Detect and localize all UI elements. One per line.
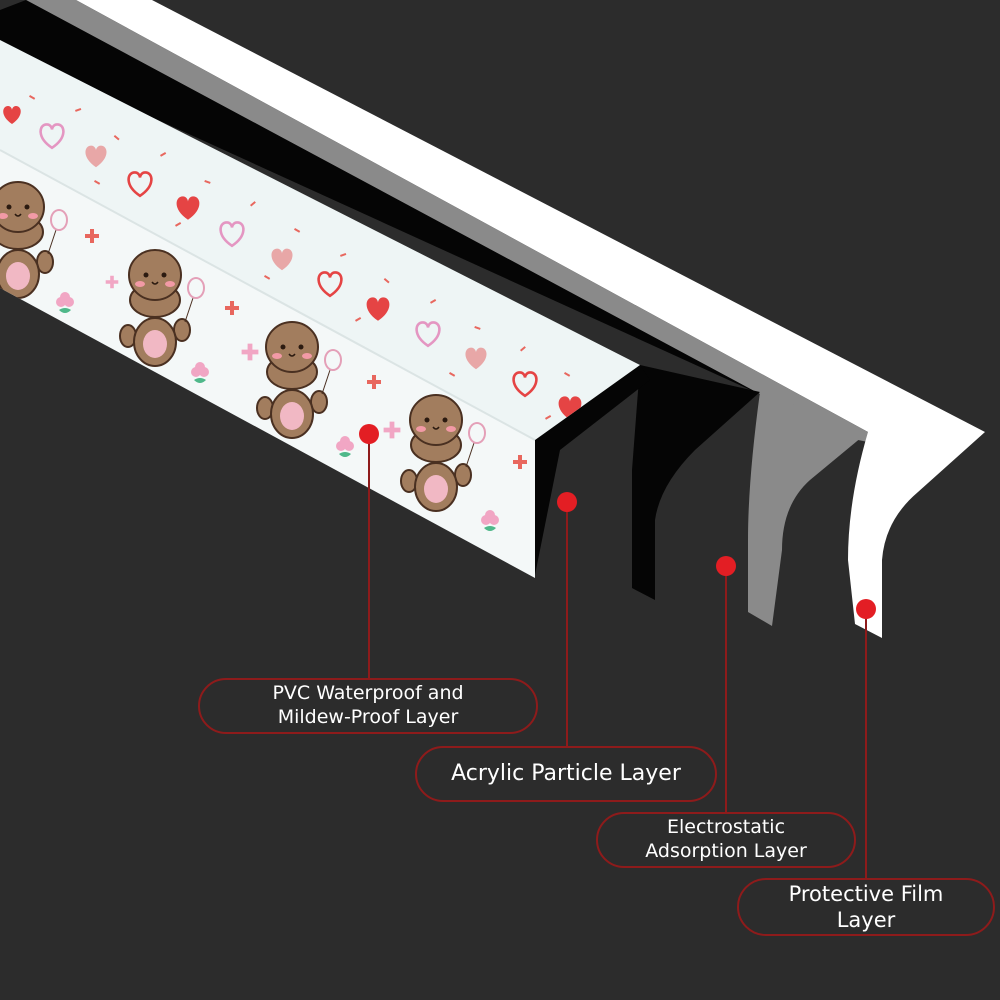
electrostatic-marker xyxy=(716,556,736,576)
pvc-layer-top xyxy=(0,40,640,440)
pvc-marker xyxy=(359,424,379,444)
label-line: Acrylic Particle Layer xyxy=(451,761,681,787)
confetti-icon xyxy=(29,95,571,420)
acrylic-layer-label: Acrylic Particle Layer xyxy=(415,746,717,802)
pvc-layer-label: PVC Waterproof and Mildew-Proof Layer xyxy=(198,678,538,734)
label-line: Adsorption Layer xyxy=(645,840,807,862)
acrylic-marker xyxy=(557,492,577,512)
film-layer-tail xyxy=(76,0,985,432)
film-marker xyxy=(856,599,876,619)
electrostatic-layer xyxy=(748,392,868,626)
label-line: Mildew-Proof Layer xyxy=(277,706,459,728)
acrylic-layer-tail xyxy=(0,0,838,436)
film-layer-label: Protective Film Layer xyxy=(737,878,995,936)
pvc-layer-front xyxy=(0,150,535,578)
film-layer xyxy=(848,432,985,638)
electrostatic-layer-label: Electrostatic Adsorption Layer xyxy=(596,812,856,868)
label-line: PVC Waterproof and xyxy=(272,682,464,705)
label-line: Protective Film xyxy=(788,881,944,906)
label-line: Electrostatic xyxy=(666,816,786,839)
leader-lines xyxy=(368,434,867,880)
acrylic-layer xyxy=(632,365,760,600)
electrostatic-layer-tail xyxy=(26,0,868,442)
label-line: Layer xyxy=(836,908,896,932)
